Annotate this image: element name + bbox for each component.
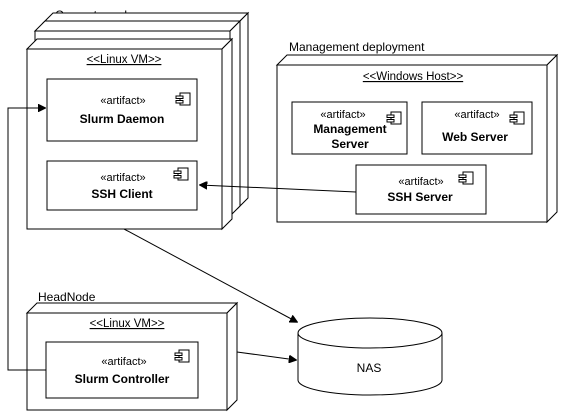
artifact-stereotype: «artifact» [100,95,145,107]
head-node-label: HeadNode [38,290,96,304]
windows-host-label: <<Windows Host>> [363,71,464,83]
management-server-label-line1: Management [313,122,386,136]
slurm-daemon-label: Slurm Daemon [80,112,165,126]
component-icon [458,171,474,185]
artifact-ssh-client: «artifact» SSH Client [46,160,198,211]
head-vm-label: <<Linux VM>> [90,318,165,330]
artifact-ssh-server: «artifact» SSH Server [355,164,487,215]
compute-nodes-group: Compute nodes <<Linux VM>> «artifact» Sl… [25,8,250,231]
management-deployment-label: Management deployment [289,40,425,54]
ssh-server-label: SSH Server [387,190,453,204]
artifact-stereotype: «artifact» [100,172,145,184]
artifact-web-server: «artifact» Web Server [421,101,533,155]
management-server-label-line2: Server [331,137,369,151]
component-icon [386,111,402,125]
artifact-management-server: «artifact» Management Server [291,101,408,155]
web-server-label: Web Server [442,130,508,144]
artifact-slurm-daemon: «artifact» Slurm Daemon [46,78,198,142]
component-icon [175,92,191,106]
ssh-server-to-client-connector [200,185,357,193]
artifact-stereotype: «artifact» [454,109,499,121]
headnode-to-nas-connector [236,351,296,360]
compute-to-nas-connector [123,228,297,322]
component-icon [509,111,525,125]
ssh-client-label: SSH Client [91,187,152,201]
component-icon [174,349,190,363]
nas-label: NAS [357,361,382,375]
management-deployment-group: Management deployment <<Windows Host>> «… [275,40,559,224]
slurm-controller-label: Slurm Controller [75,372,170,386]
artifact-stereotype: «artifact» [320,109,365,121]
compute-vm-label: <<Linux VM>> [87,54,162,66]
artifact-stereotype: «artifact» [398,176,443,188]
artifact-stereotype: «artifact» [101,356,146,368]
controller-to-daemon-connector [7,108,46,371]
component-icon [173,167,189,181]
artifact-slurm-controller: «artifact» Slurm Controller [45,341,199,399]
nas-storage: NAS [297,317,443,396]
head-node-group: HeadNode <<Linux VM>> «artifact» Slurm C… [25,290,239,412]
